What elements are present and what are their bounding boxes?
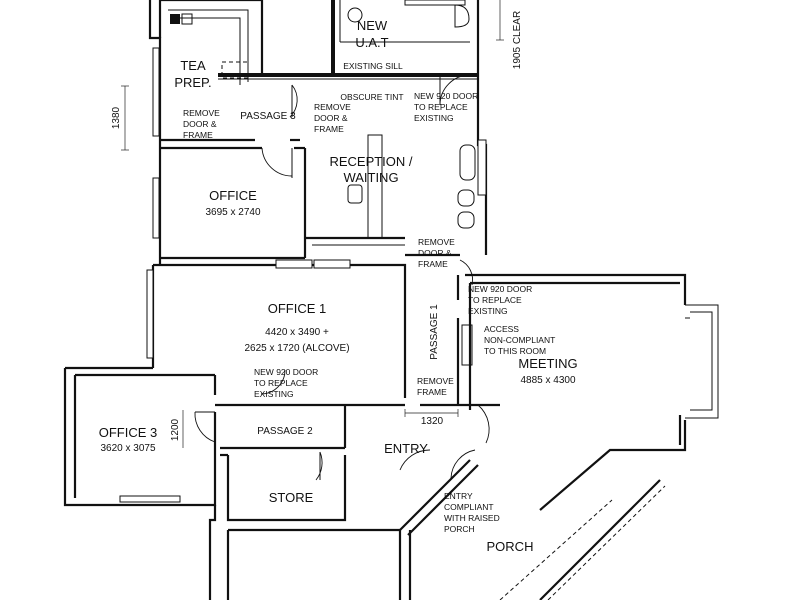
office-label: OFFICE bbox=[209, 188, 257, 203]
remove-left-note-2: DOOR & bbox=[183, 119, 217, 129]
remove-right-note-1: REMOVE bbox=[418, 237, 455, 247]
new-door-top-note-2: TO REPLACE bbox=[414, 102, 468, 112]
remove-left-note-3: FRAME bbox=[183, 130, 213, 140]
new-door-top-note-1: NEW 920 DOOR bbox=[414, 91, 478, 101]
remove-frame-note-2: FRAME bbox=[417, 387, 447, 397]
dimension-labels: 1905 CLEAR 1380 1200 1320 bbox=[111, 11, 523, 441]
passage1-label: PASSAGE 1 bbox=[429, 304, 440, 360]
dim-1200: 1200 bbox=[170, 418, 181, 441]
remove-mid-note-3: FRAME bbox=[314, 124, 344, 134]
entry-compliant-note-3: WITH RAISED bbox=[444, 513, 500, 523]
passage3-label: PASSAGE 3 bbox=[240, 111, 296, 122]
doors bbox=[194, 74, 490, 481]
office-size: 3695 x 2740 bbox=[205, 207, 260, 218]
new-door-office1-note-1: NEW 920 DOOR bbox=[254, 367, 318, 377]
passage2-label: PASSAGE 2 bbox=[257, 426, 313, 437]
remove-mid-note-1: REMOVE bbox=[314, 102, 351, 112]
office3-size: 3620 x 3075 bbox=[100, 443, 155, 454]
dimension-lines bbox=[121, 0, 504, 448]
toilet-icon bbox=[454, 4, 470, 28]
entry-label: ENTRY bbox=[384, 441, 428, 456]
remove-left-note-1: REMOVE bbox=[183, 108, 220, 118]
store-label: STORE bbox=[269, 490, 314, 505]
new-door-meeting-note-1: NEW 920 DOOR bbox=[468, 284, 532, 294]
meeting-size: 4885 x 4300 bbox=[520, 375, 575, 386]
access-note-2: NON-COMPLIANT bbox=[484, 335, 555, 345]
windows bbox=[119, 0, 487, 503]
new-door-meeting-note-3: EXISTING bbox=[468, 306, 508, 316]
office1-label: OFFICE 1 bbox=[268, 301, 327, 316]
office1-size1: 4420 x 3490 + bbox=[265, 327, 329, 338]
meeting-label: MEETING bbox=[518, 356, 577, 371]
tea-prep-label-2: PREP. bbox=[174, 75, 211, 90]
existing-sill-note: EXISTING SILL bbox=[343, 61, 403, 71]
remove-mid-note-2: DOOR & bbox=[314, 113, 348, 123]
new-door-office1-note-3: EXISTING bbox=[254, 389, 294, 399]
reception-label-2: WAITING bbox=[343, 170, 398, 185]
obscure-tint-note: OBSCURE TINT bbox=[340, 92, 403, 102]
uat-label-1: NEW bbox=[357, 18, 388, 33]
remove-right-note-3: FRAME bbox=[418, 259, 448, 269]
office3-label: OFFICE 3 bbox=[99, 425, 158, 440]
access-note-1: ACCESS bbox=[484, 324, 519, 334]
access-note-3: TO THIS ROOM bbox=[484, 346, 546, 356]
remove-right-note-2: DOOR & bbox=[418, 248, 452, 258]
uat-label-2: U.A.T bbox=[355, 35, 388, 50]
remove-frame-note-1: REMOVE bbox=[417, 376, 454, 386]
dim-1320: 1320 bbox=[421, 416, 444, 427]
basin-icon bbox=[347, 7, 363, 23]
entry-compliant-note-4: PORCH bbox=[444, 524, 475, 534]
entry-compliant-note-2: COMPLIANT bbox=[444, 502, 494, 512]
clear-dimension: 1905 CLEAR bbox=[512, 11, 523, 69]
new-door-meeting-note-2: TO REPLACE bbox=[468, 295, 522, 305]
tea-prep-label-1: TEA bbox=[180, 58, 206, 73]
fixtures bbox=[170, 4, 476, 366]
sink-fixture bbox=[170, 14, 180, 24]
porch-label: PORCH bbox=[487, 539, 534, 554]
reception-label-1: RECEPTION / bbox=[329, 154, 412, 169]
dim-1380: 1380 bbox=[111, 106, 122, 129]
annotations: EXISTING SILL OBSCURE TINT NEW 920 DOOR … bbox=[183, 61, 555, 534]
room-labels: TEA PREP. NEW U.A.T PASSAGE 3 RECEPTION … bbox=[99, 18, 578, 554]
new-door-top-note-3: EXISTING bbox=[414, 113, 454, 123]
office1-size2: 2625 x 1720 (ALCOVE) bbox=[244, 343, 349, 354]
chair-icon bbox=[347, 184, 363, 204]
new-door-office1-note-2: TO REPLACE bbox=[254, 378, 308, 388]
walls bbox=[63, 0, 719, 600]
entry-compliant-note-1: ENTRY bbox=[444, 491, 473, 501]
